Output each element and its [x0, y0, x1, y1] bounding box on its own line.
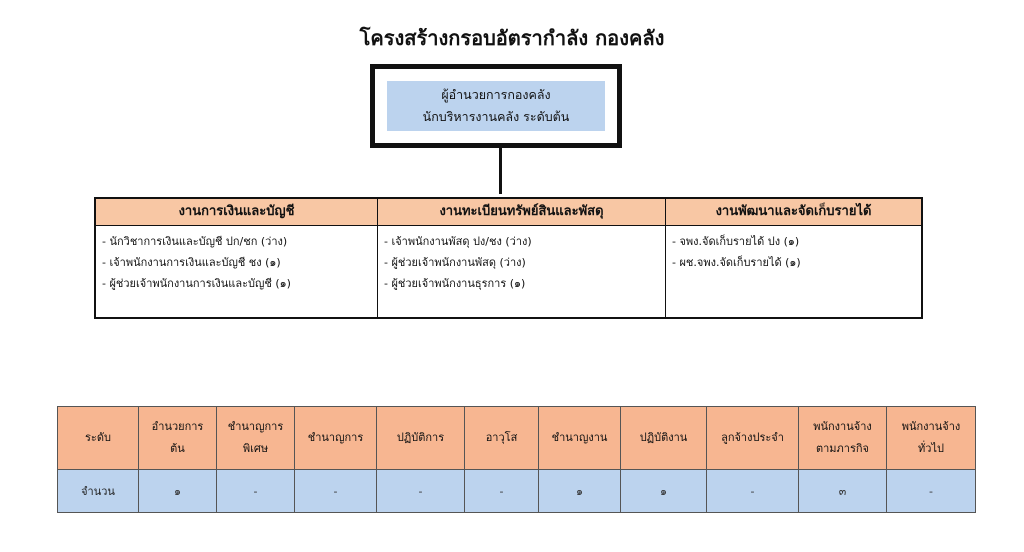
staff-item: ผู้ช่วยเจ้าพนักงานธุรการ (๑) — [384, 273, 665, 294]
unit-header: งานการเงินและบัญชี — [96, 199, 377, 226]
count-cell: - — [886, 469, 976, 513]
director-title: ผู้อำนวยการกองคลัง — [441, 87, 551, 102]
staff-item: ผู้ช่วยเจ้าพนักงานพัสดุ (ว่าง) — [384, 252, 665, 273]
units-row: งานการเงินและบัญชี นักวิชาการเงินและบัญช… — [94, 197, 923, 319]
unit-finance-accounting: งานการเงินและบัญชี นักวิชาการเงินและบัญช… — [96, 199, 378, 317]
count-cell: - — [294, 469, 377, 513]
column-header: ปฏิบัติงาน — [620, 406, 707, 470]
staff-item: ผช.จพง.จัดเก็บรายได้ (๑) — [672, 252, 921, 273]
page-title: โครงสร้างกรอบอัตรากำลัง กองคลัง — [359, 26, 665, 50]
director-position: นักบริหารงานคลัง ระดับต้น — [422, 109, 570, 124]
column-header: ชำนาญการ — [294, 406, 377, 470]
count-cell: ๑ — [138, 469, 217, 513]
count-cell: ๑ — [620, 469, 707, 513]
unit-header: งานทะเบียนทรัพย์สินและพัสดุ — [378, 199, 665, 226]
table-header-row: ระดับ อำนวยการต้น ชำนาญการพิเศษ ชำนาญการ… — [57, 406, 976, 470]
staff-item: เจ้าพนักงานพัสดุ ปง/ชง (ว่าง) — [384, 231, 665, 252]
unit-asset-registration: งานทะเบียนทรัพย์สินและพัสดุ เจ้าพนักงานพ… — [378, 199, 666, 317]
staff-item: เจ้าพนักงานการเงินและบัญชี ชง (๑) — [102, 252, 377, 273]
count-cell: - — [464, 469, 539, 513]
staff-item: จพง.จัดเก็บรายได้ ปง (๑) — [672, 231, 921, 252]
staff-item: ผู้ช่วยเจ้าพนักงานการเงินและบัญชี (๑) — [102, 273, 377, 294]
unit-staff-list: นักวิชาการเงินและบัญชี ปก/ชก (ว่าง) เจ้า… — [96, 226, 377, 294]
count-cell: - — [216, 469, 295, 513]
director-box: ผู้อำนวยการกองคลัง นักบริหารงานคลัง ระดั… — [370, 64, 622, 148]
count-cell: - — [376, 469, 465, 513]
org-connector-line — [499, 148, 502, 194]
position-count-table: ระดับ อำนวยการต้น ชำนาญการพิเศษ ชำนาญการ… — [57, 406, 976, 513]
count-cell: ๓ — [798, 469, 887, 513]
column-header: พนักงานจ้างทั่วไป — [886, 406, 976, 470]
row-header-cell: ระดับ — [57, 406, 139, 470]
staff-item: นักวิชาการเงินและบัญชี ปก/ชก (ว่าง) — [102, 231, 377, 252]
count-cell: ๑ — [538, 469, 621, 513]
row-label-cell: จำนวน — [57, 469, 139, 513]
column-header: อาวุโส — [464, 406, 539, 470]
column-header: ปฏิบัติการ — [376, 406, 465, 470]
unit-revenue-development: งานพัฒนาและจัดเก็บรายได้ จพง.จัดเก็บรายไ… — [666, 199, 921, 317]
unit-staff-list: เจ้าพนักงานพัสดุ ปง/ชง (ว่าง) ผู้ช่วยเจ้… — [378, 226, 665, 294]
column-header: พนักงานจ้างตามภารกิจ — [798, 406, 887, 470]
column-header: ลูกจ้างประจำ — [706, 406, 799, 470]
unit-header: งานพัฒนาและจัดเก็บรายได้ — [666, 199, 921, 226]
table-row: จำนวน ๑ - - - - ๑ ๑ - ๓ - — [57, 469, 976, 513]
column-header: ชำนาญการพิเศษ — [216, 406, 295, 470]
unit-staff-list: จพง.จัดเก็บรายได้ ปง (๑) ผช.จพง.จัดเก็บร… — [666, 226, 921, 273]
column-header: ชำนาญงาน — [538, 406, 621, 470]
column-header: อำนวยการต้น — [138, 406, 217, 470]
director-label: ผู้อำนวยการกองคลัง นักบริหารงานคลัง ระดั… — [387, 81, 605, 131]
count-cell: - — [706, 469, 799, 513]
